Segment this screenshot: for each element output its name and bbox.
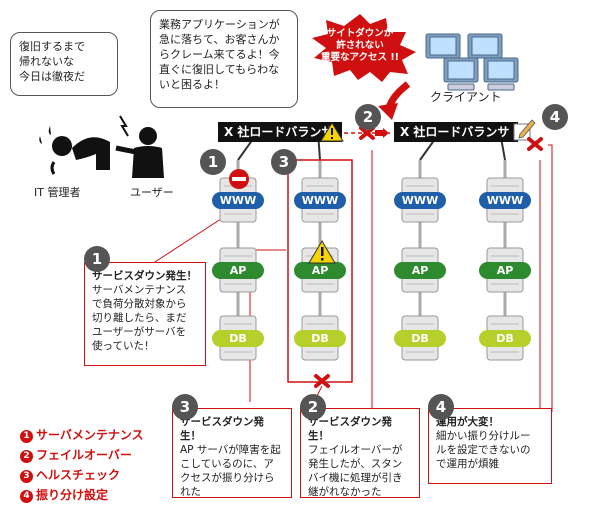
db-label: DB [212, 330, 264, 347]
marker-3: 3 [271, 149, 297, 175]
server-www-2: WWW [294, 176, 346, 224]
user-label: ユーザー [130, 186, 174, 199]
callout-4-title: 運用が大変！ [436, 416, 499, 428]
warning-icon [308, 240, 336, 264]
pencil-icon [513, 119, 536, 141]
it-admin-figure [39, 126, 110, 175]
www-label: WWW [294, 192, 346, 209]
arrow-right-icon [375, 128, 389, 138]
callout-4: 運用が大変！ 細かい振り分けルー ルを設定できないの で運用が煩雑 [428, 408, 552, 484]
warning-icon [320, 122, 344, 142]
callout-1-body: サーバメンテナンス で負荷分散対象から 切り離したら、まだ ユーザーがサーバを … [92, 284, 187, 352]
legend-label: サーバメンテナンス [36, 428, 144, 442]
www-label: WWW [212, 192, 264, 209]
callout-4-body: 細かい振り分けルー ルを設定できないの で運用が煩雑 [436, 430, 531, 470]
db-label: DB [479, 330, 531, 347]
callout-1-number: 1 [84, 246, 110, 272]
admin-speech-bubble: 復旧するまで 帰れないな 今日は徹夜だ [10, 32, 118, 96]
cross-icon [527, 137, 543, 151]
callout-3-body: AP サーバが障害を起 こしているのに、ア クセスが振り分けら れた [180, 444, 281, 498]
legend-number: 4 [20, 490, 33, 503]
server-www-4: WWW [479, 176, 531, 224]
people-illustration [39, 115, 164, 178]
legend-label: ヘルスチェック [36, 468, 121, 482]
callout-2: サービスダウン発生！ フェイルオーバーが 発生したが、スタン バイ機に処理が引き… [300, 408, 420, 498]
computer-icon [425, 33, 519, 91]
callout-2-body: フェイルオーバーが 発生したが、スタン バイ機に処理が引き 継がれなかった [308, 444, 403, 498]
db-label: DB [294, 330, 346, 347]
marker-1: 1 [200, 149, 226, 175]
server-ap-1: AP [212, 246, 264, 294]
load-balancer-right: X 社ロードバランサ [394, 122, 518, 142]
ap-label: AP [394, 262, 446, 279]
ap-label: AP [294, 262, 346, 279]
legend-number: 1 [20, 430, 33, 443]
cross-icon [314, 374, 330, 388]
server-db-4: DB [479, 314, 531, 362]
legend-number: 2 [20, 450, 33, 463]
marker-4: 4 [542, 104, 568, 130]
user-speech-bubble: 業務アプリケーションが 急に落ちて、お客さんか らクレーム来てるよ！今 直ぐに復… [150, 10, 298, 108]
server-www-3: WWW [394, 176, 446, 224]
callout-4-number: 4 [428, 394, 454, 420]
callout-3-number: 3 [172, 394, 198, 420]
load-balancer-left: X 社ロードバランサ [218, 122, 342, 142]
server-www-1: WWW [212, 176, 264, 224]
www-label: WWW [479, 192, 531, 209]
no-entry-icon [229, 169, 249, 189]
marker-2: 2 [355, 104, 381, 130]
server-db-3: DB [394, 314, 446, 362]
alert-badge-text: サイトダウンが 許されない 重要なアクセス !! [321, 28, 399, 63]
legend-number: 3 [20, 470, 33, 483]
legend-label: 振り分け設定 [36, 488, 109, 502]
server-ap-4: AP [479, 246, 531, 294]
user-figure [115, 115, 164, 178]
server-db-2: DB [294, 314, 346, 362]
callout-3: サービスダウン発生！ AP サーバが障害を起 こしているのに、ア クセスが振り分… [172, 408, 292, 498]
callout-1-title: サービスダウン発生！ [92, 270, 197, 282]
server-ap-3: AP [394, 246, 446, 294]
callout-1: サービスダウン発生！ サーバメンテナンス で負荷分散対象から 切り離したら、まだ… [84, 262, 206, 366]
ap-label: AP [479, 262, 531, 279]
ap-label: AP [212, 262, 264, 279]
server-db-1: DB [212, 314, 264, 362]
www-label: WWW [394, 192, 446, 209]
it-admin-label: IT 管理者 [34, 186, 81, 199]
callout-3-title: サービスダウン発生！ [180, 416, 264, 442]
client-label: クライアント [430, 90, 502, 104]
db-label: DB [394, 330, 446, 347]
legend-label: フェイルオーバー [36, 448, 132, 462]
callout-2-title: サービスダウン発生！ [308, 416, 392, 442]
callout-2-number: 2 [300, 394, 326, 420]
alert-starburst [312, 14, 416, 82]
